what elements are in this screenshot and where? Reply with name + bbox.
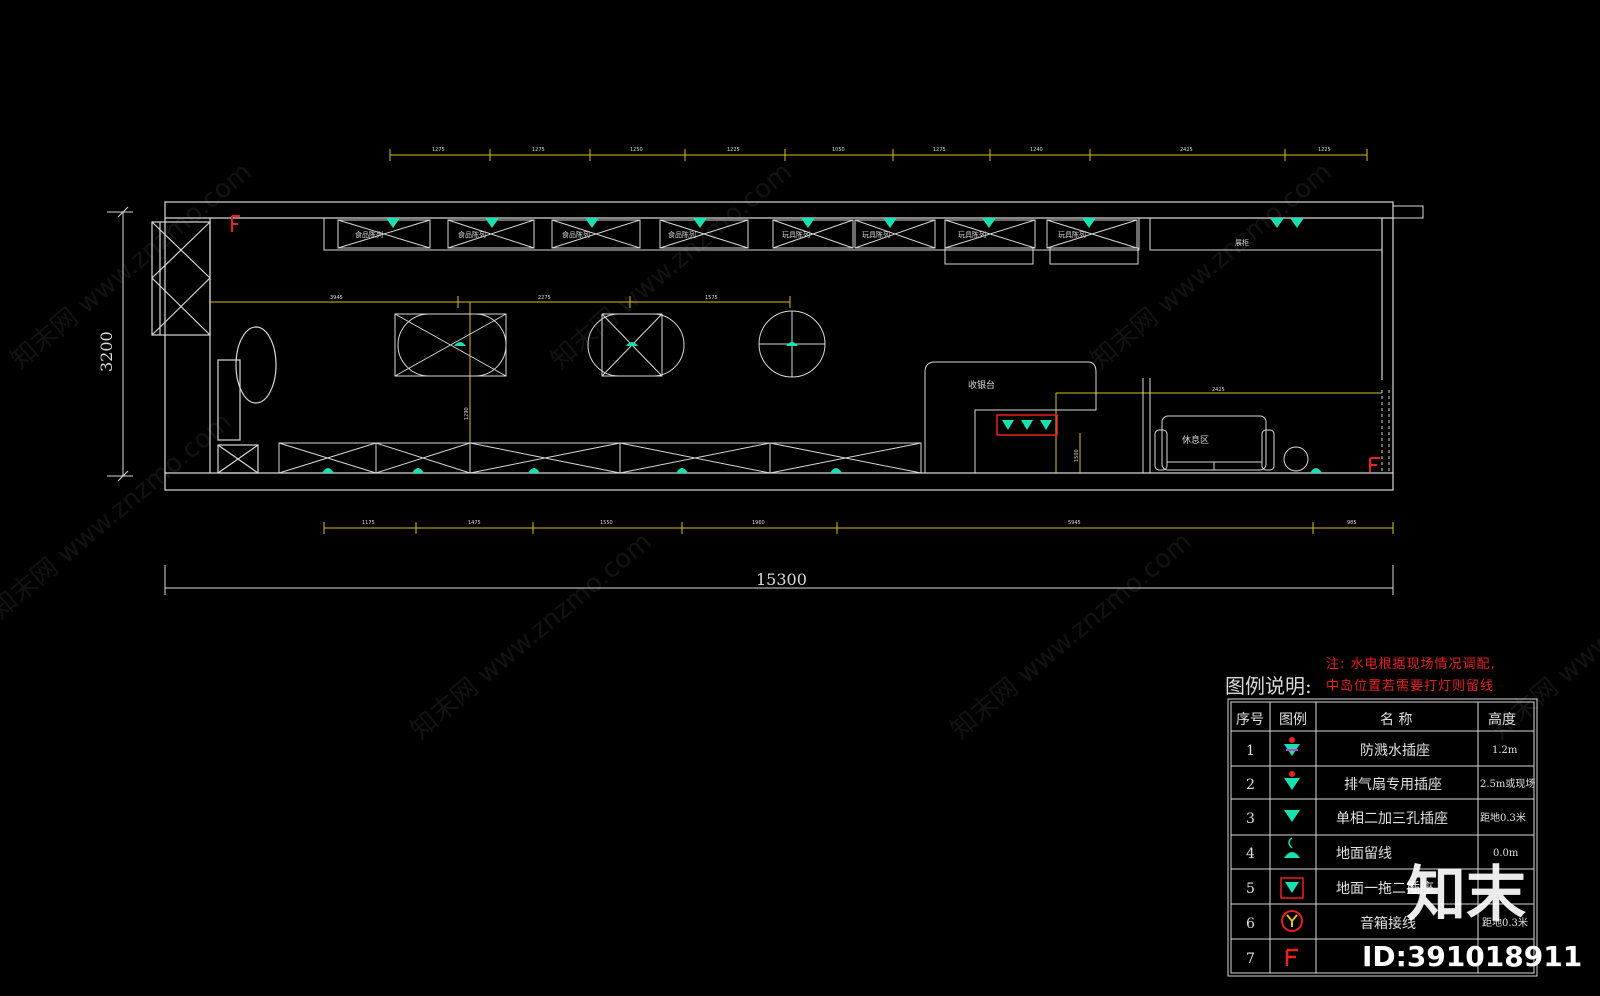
legend-row-no: 4 [1246,846,1255,862]
dim-label: 1500 [1074,449,1080,462]
cashier-label: 收银台 [968,379,995,391]
legend-row-height: 距地0.3米 [1482,916,1528,929]
legend-row-no: 1 [1246,743,1255,759]
dim-label: 1290 [464,407,470,420]
legend-header-name: 名 称 [1380,712,1412,728]
legend-note-line1: 注: 水电根据现场情况调配, [1326,657,1496,672]
shelf-label: 食品陈列 [668,230,696,239]
right-opening [1381,390,1390,473]
dim-label: 1275 [432,147,445,153]
dim-label: 1225 [1318,147,1331,153]
dim-label: 2425 [1212,387,1225,393]
floor-socket-icon [1280,877,1304,899]
dim-label: 985 [1347,520,1357,526]
shelf-label: 食品陈列 [355,230,383,239]
legend-row-no: 5 [1246,881,1255,897]
dim-label: 1550 [600,520,613,526]
floor-wire-icon [1284,837,1300,858]
bottom-dimension-chain [323,522,1394,534]
shelf-label: 食品陈列 [458,230,486,239]
left-dimension [107,206,133,482]
overall-dimension [164,565,1394,595]
watermark: 知末网 www.znzmo.com [945,527,1197,746]
dim-label: 1960 [752,520,765,526]
top-cabinet-labels: 食品陈列 食品陈列 食品陈列 食品陈列 玩具陈列 玩具陈列 玩具陈列 玩具陈列 … [355,230,1249,247]
cashier-counter [924,361,1151,473]
legend-row-height: 0.0m [1493,848,1519,859]
watermark: 知末网 www.znzmo.com [405,527,657,746]
legend-row-name: 排气扇专用插座 [1344,777,1442,793]
legend-row-name: 地面留线 [1336,846,1392,862]
legend-row-no: 6 [1246,916,1255,932]
legend-header-symbol: 图例 [1279,712,1307,728]
inner-dimension-labels: 3945 2275 1575 1290 1500 2425 [330,295,1225,462]
dim-label: 1240 [1030,147,1043,153]
shelf-label: 玩具陈列 [782,230,810,239]
shelf-label: 玩具陈列 [862,230,890,239]
bottom-cabinets [278,442,922,474]
dim-label: 1250 [630,147,643,153]
legend-row-name: 单相二加三孔插座 [1336,811,1448,827]
legend-row-no: 7 [1246,951,1255,967]
dim-label: 2425 [1180,147,1193,153]
dim-label: 5945 [1068,520,1081,526]
legend-table-grid [1227,698,1538,977]
double-socket-icon [1284,810,1300,822]
dim-label: 1275 [933,147,946,153]
splash-socket-icon [1284,737,1300,756]
legend-row-name: 音箱接线 [1360,915,1416,932]
watermark: 知末网 www.znzmo.com [1085,157,1337,376]
dim-label: 1050 [832,147,845,153]
dim-label: 3945 [330,295,343,301]
island-displays [394,310,826,378]
watermark: 知末网 www.znzmo.com [545,157,797,376]
legend-row-height: 2.5m或现场 [1480,777,1535,790]
watermark: 知末网 www.znzmo.com [5,157,257,376]
top-dimension-labels: 1275 1275 1250 1225 1050 1275 1240 2425 … [432,147,1331,153]
dim-label: 1475 [468,520,481,526]
legend-row-no: 2 [1246,777,1255,793]
legend-row-no: 3 [1246,811,1255,827]
legend-row-name: 防溅水插座 [1360,743,1430,759]
legend-row-height: 1.2m [1492,745,1518,756]
brand-id: ID:391018911 [1362,940,1582,973]
floor-socket-group [996,414,1058,436]
legend-note-line2: 中岛位置若需要打灯则留线 [1326,678,1494,694]
legend-header-height: 高度 [1488,711,1516,728]
shelf-label: 展柜 [1235,238,1249,247]
shelf-label: 玩具陈列 [1058,230,1086,239]
top-dimension-chain [389,149,1368,161]
fan-socket-icon [1284,771,1300,790]
legend-header-no: 序号 [1236,712,1264,728]
watermark: 知末网 www.znzmo.com [0,407,238,626]
depth-dimension-label: 3200 [97,331,116,372]
sofa [1154,415,1309,472]
bottom-dimension-labels: 1175 1475 1550 1960 5945 985 [362,520,1357,526]
brand-logo: 知末 [1406,860,1526,930]
rest-area-label: 休息区 [1182,434,1209,446]
speaker-icon [1281,910,1303,932]
dim-label: 2275 [538,295,551,301]
width-dimension-label: 15300 [756,570,807,589]
red-symbols [231,215,1380,472]
outlet-symbols [322,218,1322,473]
dim-label: 1575 [705,295,718,301]
legend: 图例说明: 注: 水电根据现场情况调配, 中岛位置若需要打灯则留线 序号 图例 … [1225,657,1538,977]
dim-label: 1275 [532,147,545,153]
legend-row-name: 地面一拖二插座 [1336,881,1434,897]
F-symbol-icon [1285,948,1298,966]
legend-title: 图例说明: [1225,674,1312,698]
shelf-label: 玩具陈列 [958,230,986,239]
dim-label: 1175 [362,520,375,526]
legend-row-height: 距地0.3米 [1480,811,1526,824]
shelf-label: 食品陈列 [562,230,590,239]
dim-label: 1225 [727,147,740,153]
